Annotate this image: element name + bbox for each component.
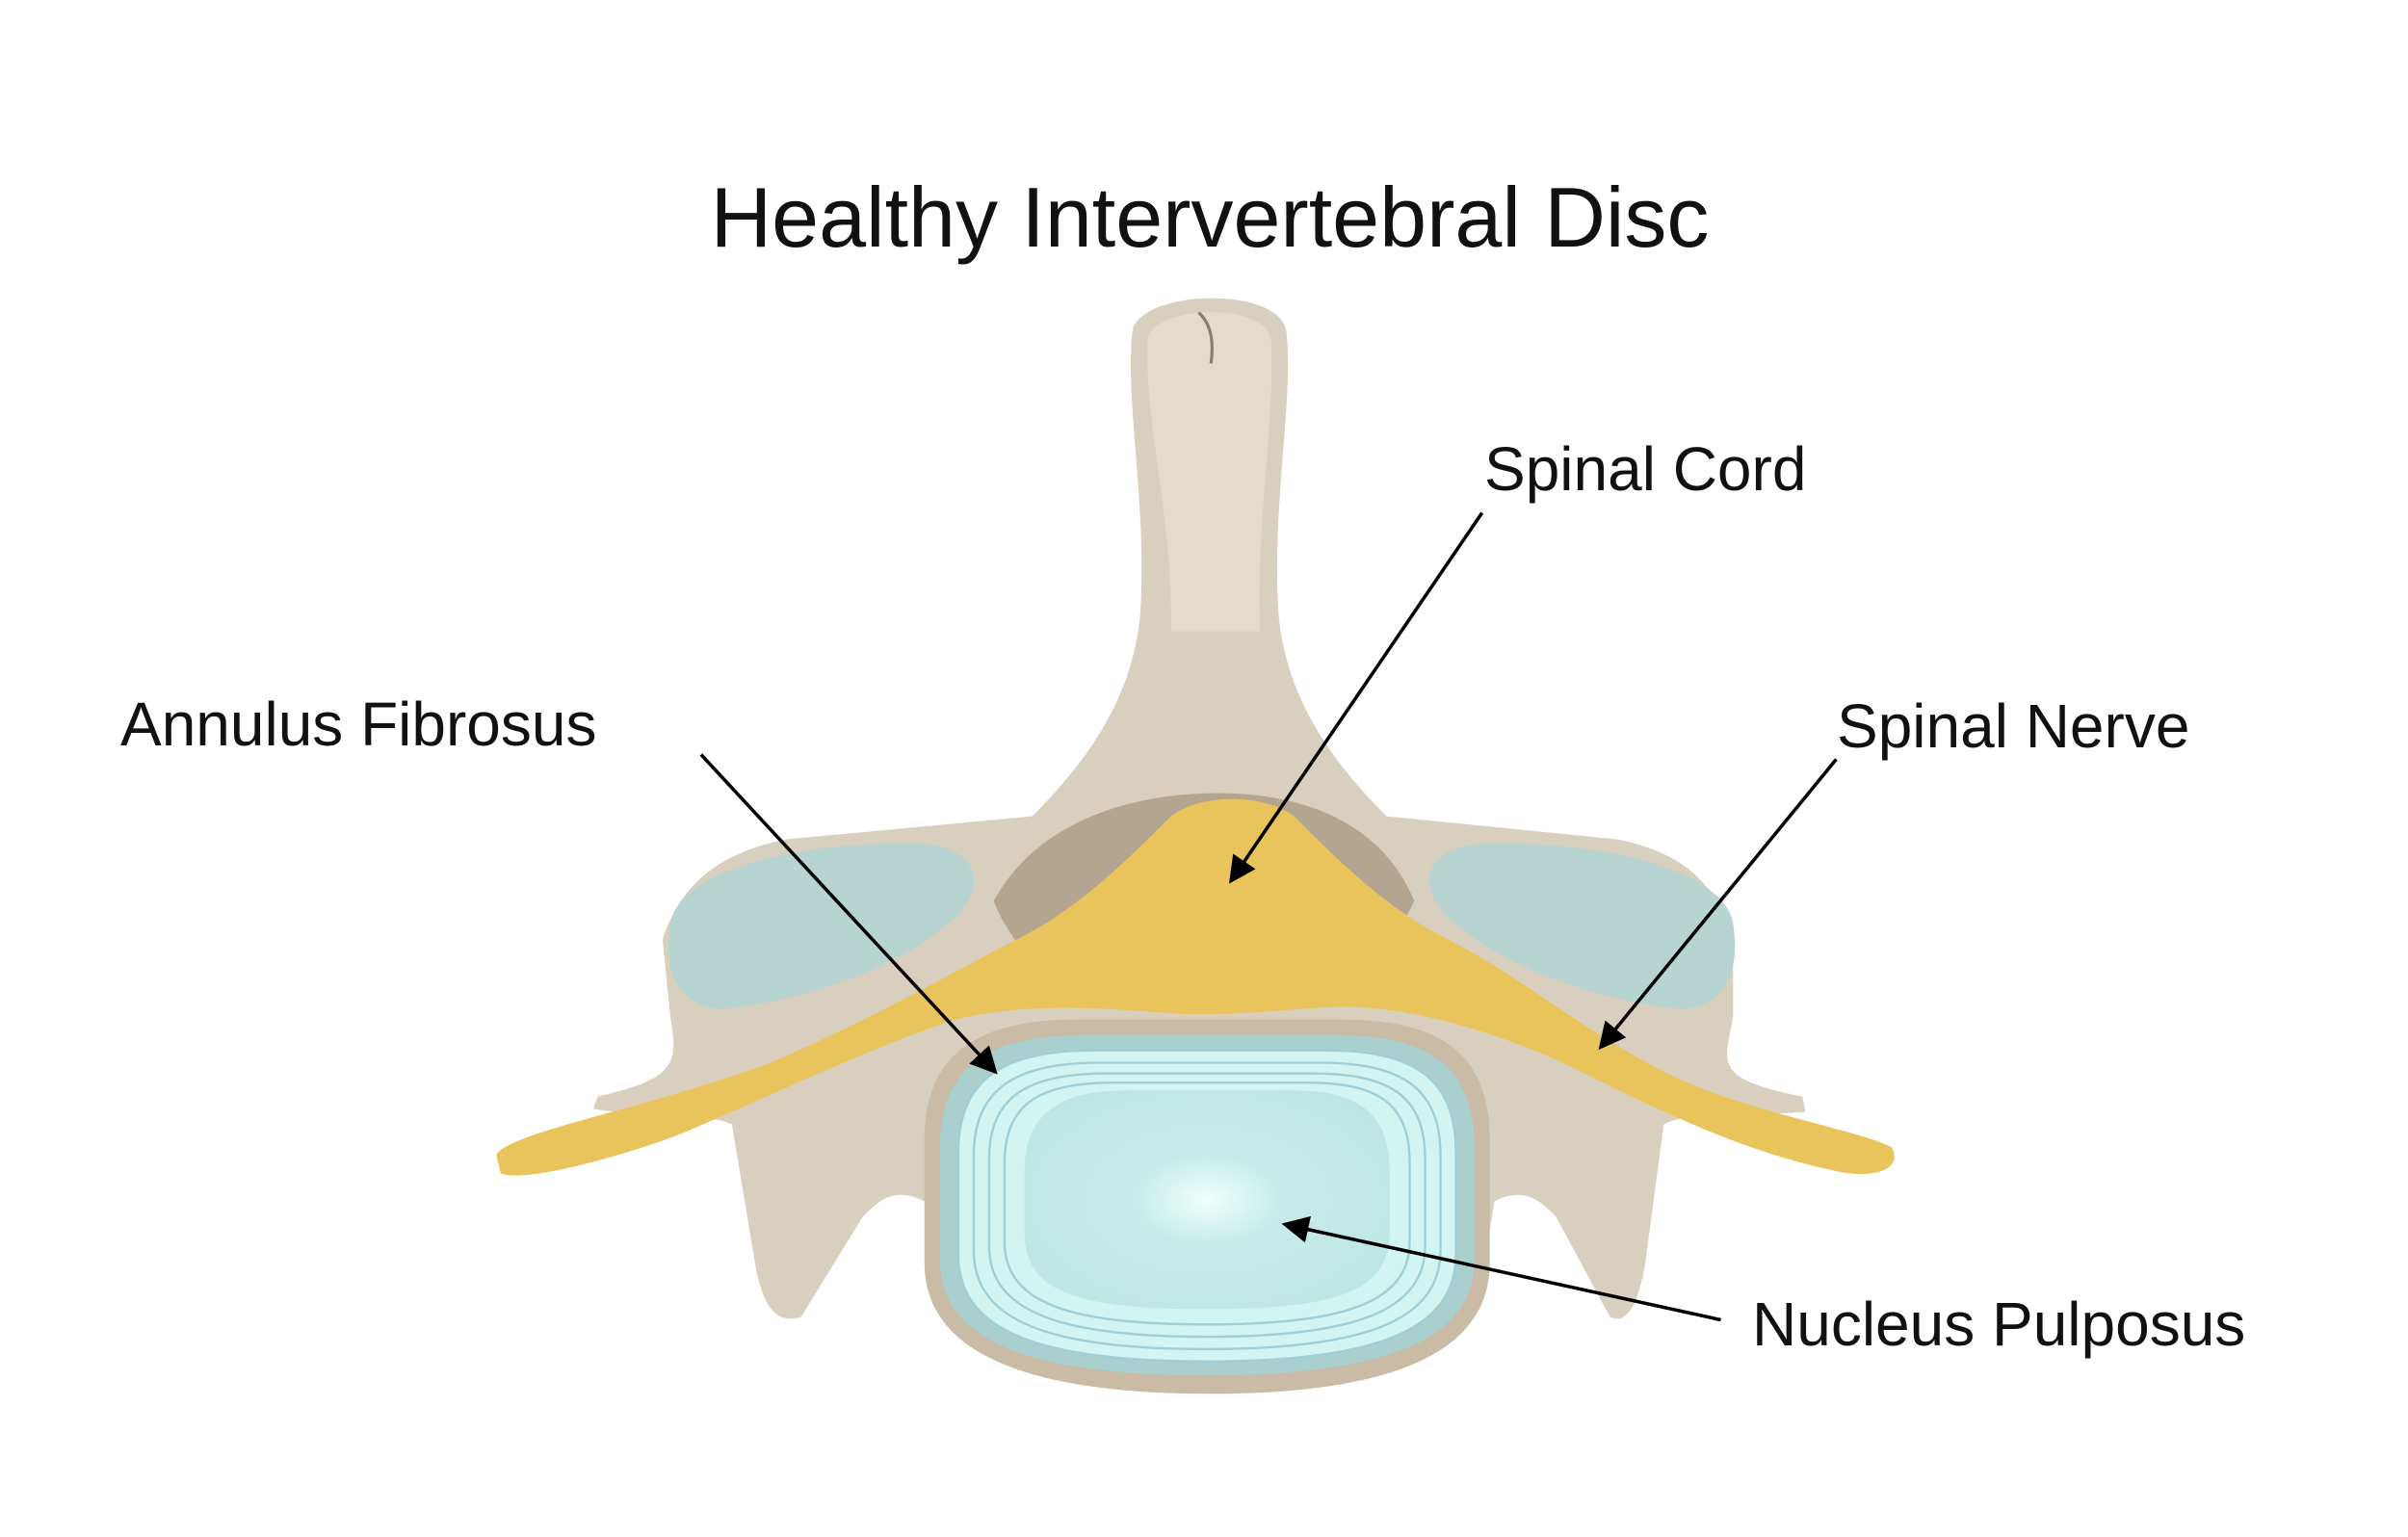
facet-left [667,843,975,1009]
nucleus-pulposus [1024,1090,1390,1310]
label-spinal-nerve: Spinal Nerve [1837,691,2190,761]
spinous-process-highlight [1147,312,1272,632]
arrow-nucleus-pulposus [1281,1215,1721,1322]
label-nucleus-pulposus: Nucleus Pulposus [1752,1290,2246,1359]
label-spinal-cord: Spinal Cord [1484,434,1807,504]
arrow-spinal-cord [1229,511,1484,884]
diagram-title: Healthy Intervertebral Disc [710,169,1710,265]
arrow-spinal-nerve [1598,758,1838,1051]
arrow-annulus-fibrosus [699,753,998,1075]
spinous-cleft [1197,311,1214,364]
spinal-cord-and-nerves [496,798,1895,1176]
facet-right [1428,843,1736,1009]
label-annulus-fibrosus: Annulus Fibrosus [120,690,597,759]
